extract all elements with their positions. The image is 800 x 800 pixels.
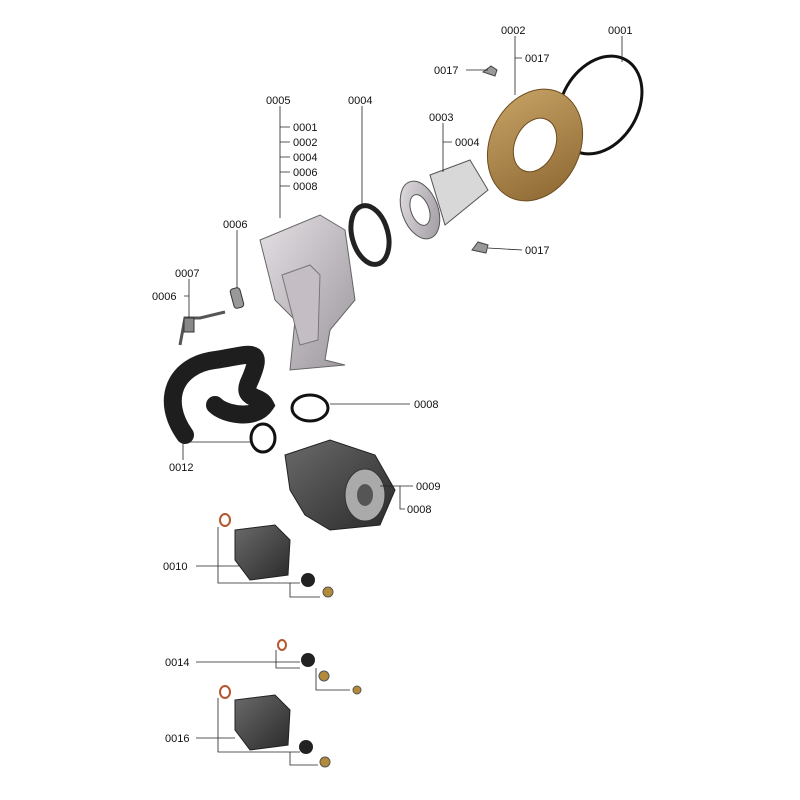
- callout-0017-c: 0017: [525, 245, 549, 257]
- electrode-0007: [178, 310, 226, 346]
- seal-0006: [229, 287, 245, 309]
- tube-0003: [399, 159, 489, 240]
- callout-0004-tube: 0004: [455, 137, 479, 149]
- callout-0004: 0004: [348, 95, 372, 107]
- oring-0012: [249, 422, 277, 454]
- callout-labels: 0001 0002 0017 0017 0005 0001 0002 0004 …: [152, 25, 632, 745]
- clip-lower: [471, 241, 489, 254]
- callout-0005: 0005: [266, 95, 290, 107]
- callout-0006-b: 0006: [152, 291, 176, 303]
- callout-0012: 0012: [169, 462, 193, 474]
- callout-0014: 0014: [165, 657, 189, 669]
- callout-0008-b: 0008: [407, 504, 431, 516]
- callout-0008: 0008: [414, 399, 438, 411]
- callout-0010: 0010: [163, 561, 187, 573]
- callout-0001: 0001: [608, 25, 632, 37]
- hose-0012: [163, 345, 276, 444]
- callout-0016: 0016: [165, 733, 189, 745]
- callout-0002: 0002: [501, 25, 525, 37]
- gasket-0004: [348, 203, 392, 267]
- callout-0003: 0003: [429, 112, 453, 124]
- callout-0005-sub: 0006: [293, 167, 317, 179]
- callout-0005-sub: 0008: [293, 181, 317, 193]
- callout-0017-b: 0017: [434, 65, 458, 77]
- fan-0009: [284, 439, 396, 531]
- brass-flange-0002: [486, 88, 584, 202]
- oring-0008: [290, 393, 330, 423]
- gas-valve-0010: [219, 513, 334, 598]
- burner-housing-0005: [259, 214, 356, 371]
- callout-0006: 0006: [223, 219, 247, 231]
- leader-lines: [182, 36, 623, 766]
- callout-0007: 0007: [175, 268, 199, 280]
- callout-0009: 0009: [416, 481, 440, 493]
- callout-0005-sub: 0001: [293, 122, 317, 134]
- gas-valve-0016: [219, 685, 331, 768]
- callout-0017-a: 0017: [525, 53, 549, 65]
- callout-0005-sub: 0004: [293, 152, 317, 164]
- clip-top: [481, 65, 498, 77]
- callout-0005-sub: 0002: [293, 137, 317, 149]
- kit-0014: [277, 639, 362, 695]
